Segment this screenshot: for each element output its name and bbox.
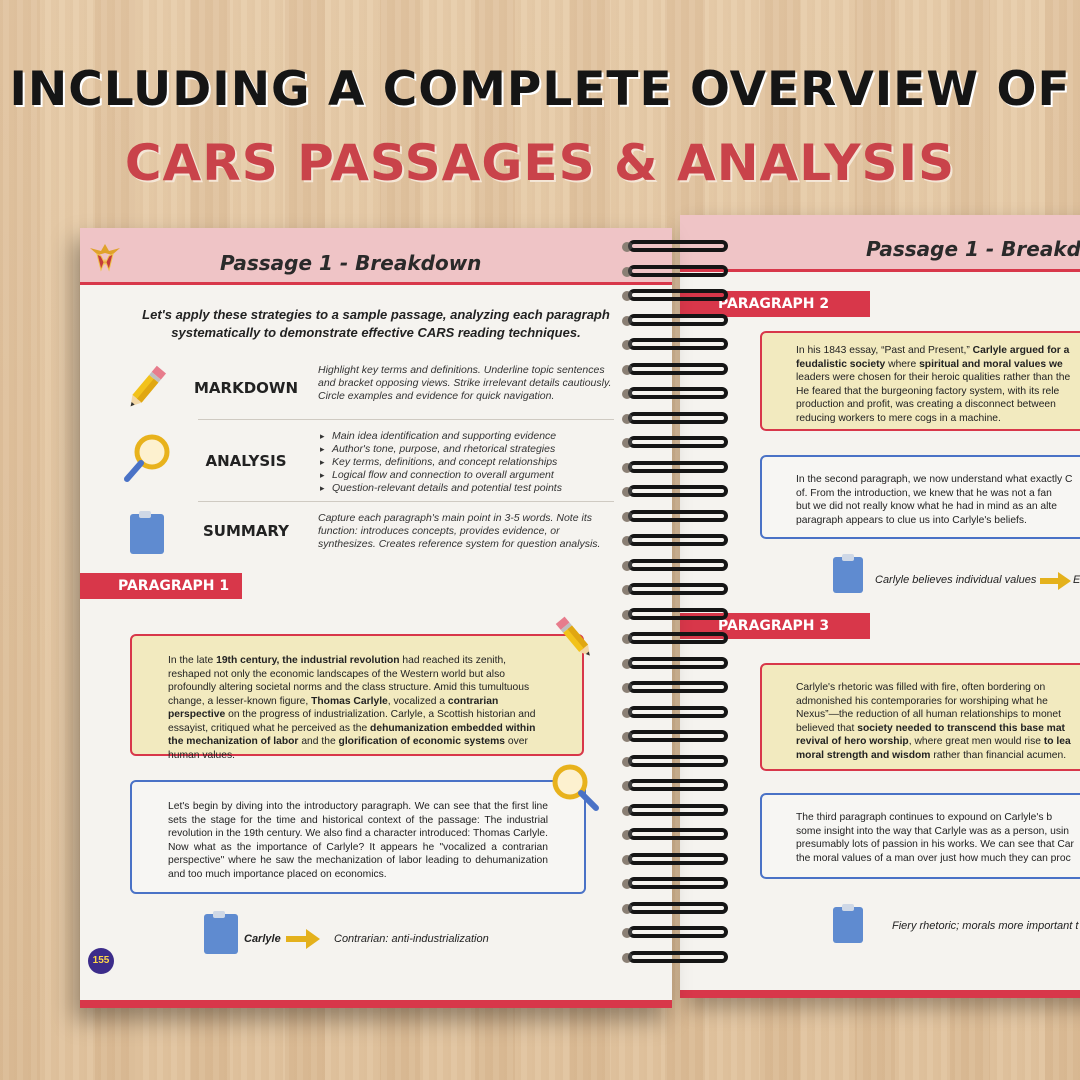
paragraph-2-summary-left: Carlyle believes individual values [875,574,1037,586]
spiral-ring [622,852,730,867]
clipboard-icon [204,911,238,954]
strategy-summary: SUMMARY Capture each paragraph's main po… [80,508,672,588]
spiral-ring [622,264,730,279]
spiral-ring [622,705,730,720]
spiral-ring [622,632,730,646]
clipboard-icon [130,511,164,554]
pencil-icon [130,365,167,407]
spiral-ring [622,460,730,475]
spiral-ring [622,681,730,695]
strategy-markdown: MARKDOWN Highlight key terms and definit… [80,362,672,442]
paragraph-1-passage: In the late 19th century, the industrial… [130,634,584,761]
spiral-ring [622,779,730,793]
spiral-ring [622,803,730,818]
spiral-ring [622,240,730,254]
spiral-ring [622,509,730,524]
paragraph-2-passage: In his 1843 essay, “Past and Present,” C… [760,331,1080,431]
strategy-summary-desc: Capture each paragraph's main point in 3… [318,512,601,550]
spiral-ring [622,338,730,352]
spiral-ring [622,534,730,548]
spiral-binding [622,240,732,1000]
divider [198,419,614,420]
analysis-bullet: Main idea identification and supporting … [320,430,618,443]
arrow-right-icon [1040,572,1071,590]
spiral-ring [622,656,730,671]
paragraph-1-summary-left: Carlyle [244,933,281,945]
right-page: Passage 1 - Breakd PARAGRAPH 2 In his 18… [680,215,1080,998]
spiral-ring [622,607,730,622]
intro-text: Let's apply these strategies to a sample… [142,307,610,340]
banner-line-1: INCLUDING A COMPLETE OVERVIEW OF [9,62,1071,117]
paragraph-2-summary-right: E [1073,574,1080,586]
magnifier-icon [552,764,599,811]
spiral-ring [622,901,730,916]
left-page-title: Passage 1 - Breakdown [220,251,482,275]
strategy-analysis: ANALYSIS Main idea identification and su… [80,428,672,508]
right-page-header: Passage 1 - Breakd [680,215,1080,272]
spiral-ring [622,558,730,573]
spiral-ring [622,485,730,499]
spiral-ring [622,754,730,769]
page-number: 155 [88,948,114,974]
spiral-ring [622,950,730,965]
banner-line-2: CARS PASSAGES & ANALYSIS [124,134,956,192]
clipboard-icon [833,554,863,593]
left-page-header: Passage 1 - Breakdown [80,228,672,285]
spiral-ring [622,877,730,891]
paragraph-3-analysis: The third paragraph continues to expound… [760,793,1080,879]
analysis-bullet: Author's tone, purpose, and rhetorical s… [320,443,618,456]
arrow-right-icon [286,929,320,949]
spiral-ring [622,926,730,940]
paragraph-1-summary-right: Contrarian: anti-industrialization [334,933,489,945]
clipboard-icon [833,904,863,943]
strategy-markdown-name: MARKDOWN [193,379,298,397]
paragraph-1-label: PARAGRAPH 1 [80,573,242,599]
strategy-analysis-name: ANALYSIS [205,452,287,470]
spiral-ring [622,583,730,597]
paragraph-1-analysis: Let's begin by diving into the introduct… [130,780,586,894]
paragraph-2-label: PARAGRAPH 2 [680,291,870,317]
analysis-bullet: Question-relevant details and potential … [320,482,618,495]
divider [198,501,614,502]
analysis-bullet: Logical flow and connection to overall a… [320,469,618,482]
strategy-markdown-desc: Highlight key terms and definitions. Und… [318,364,612,402]
spiral-ring [622,411,730,426]
spiral-ring [622,730,730,744]
strategy-analysis-bullets: Main idea identification and supporting … [318,430,618,495]
right-page-title: Passage 1 - Breakd [866,237,1080,261]
strategy-summary-name: SUMMARY [202,522,290,540]
spiral-ring [622,289,730,303]
paragraph-2-analysis: In the second paragraph, we now understa… [760,455,1080,539]
left-page: Passage 1 - Breakdown Let's apply these … [80,228,672,1008]
spiral-ring [622,828,730,842]
spiral-ring [622,387,730,401]
paragraph-3-summary: Fiery rhetoric; morals more important t [892,920,1079,932]
brand-logo-icon [90,244,120,272]
spiral-ring [622,436,730,450]
pencil-icon [555,616,590,656]
spiral-ring [622,313,730,328]
paragraph-3-passage: Carlyle's rhetoric was filled with fire,… [760,663,1080,771]
analysis-bullet: Key terms, definitions, and concept rela… [320,456,618,469]
spiral-ring [622,362,730,377]
magnifier-icon [124,434,170,482]
